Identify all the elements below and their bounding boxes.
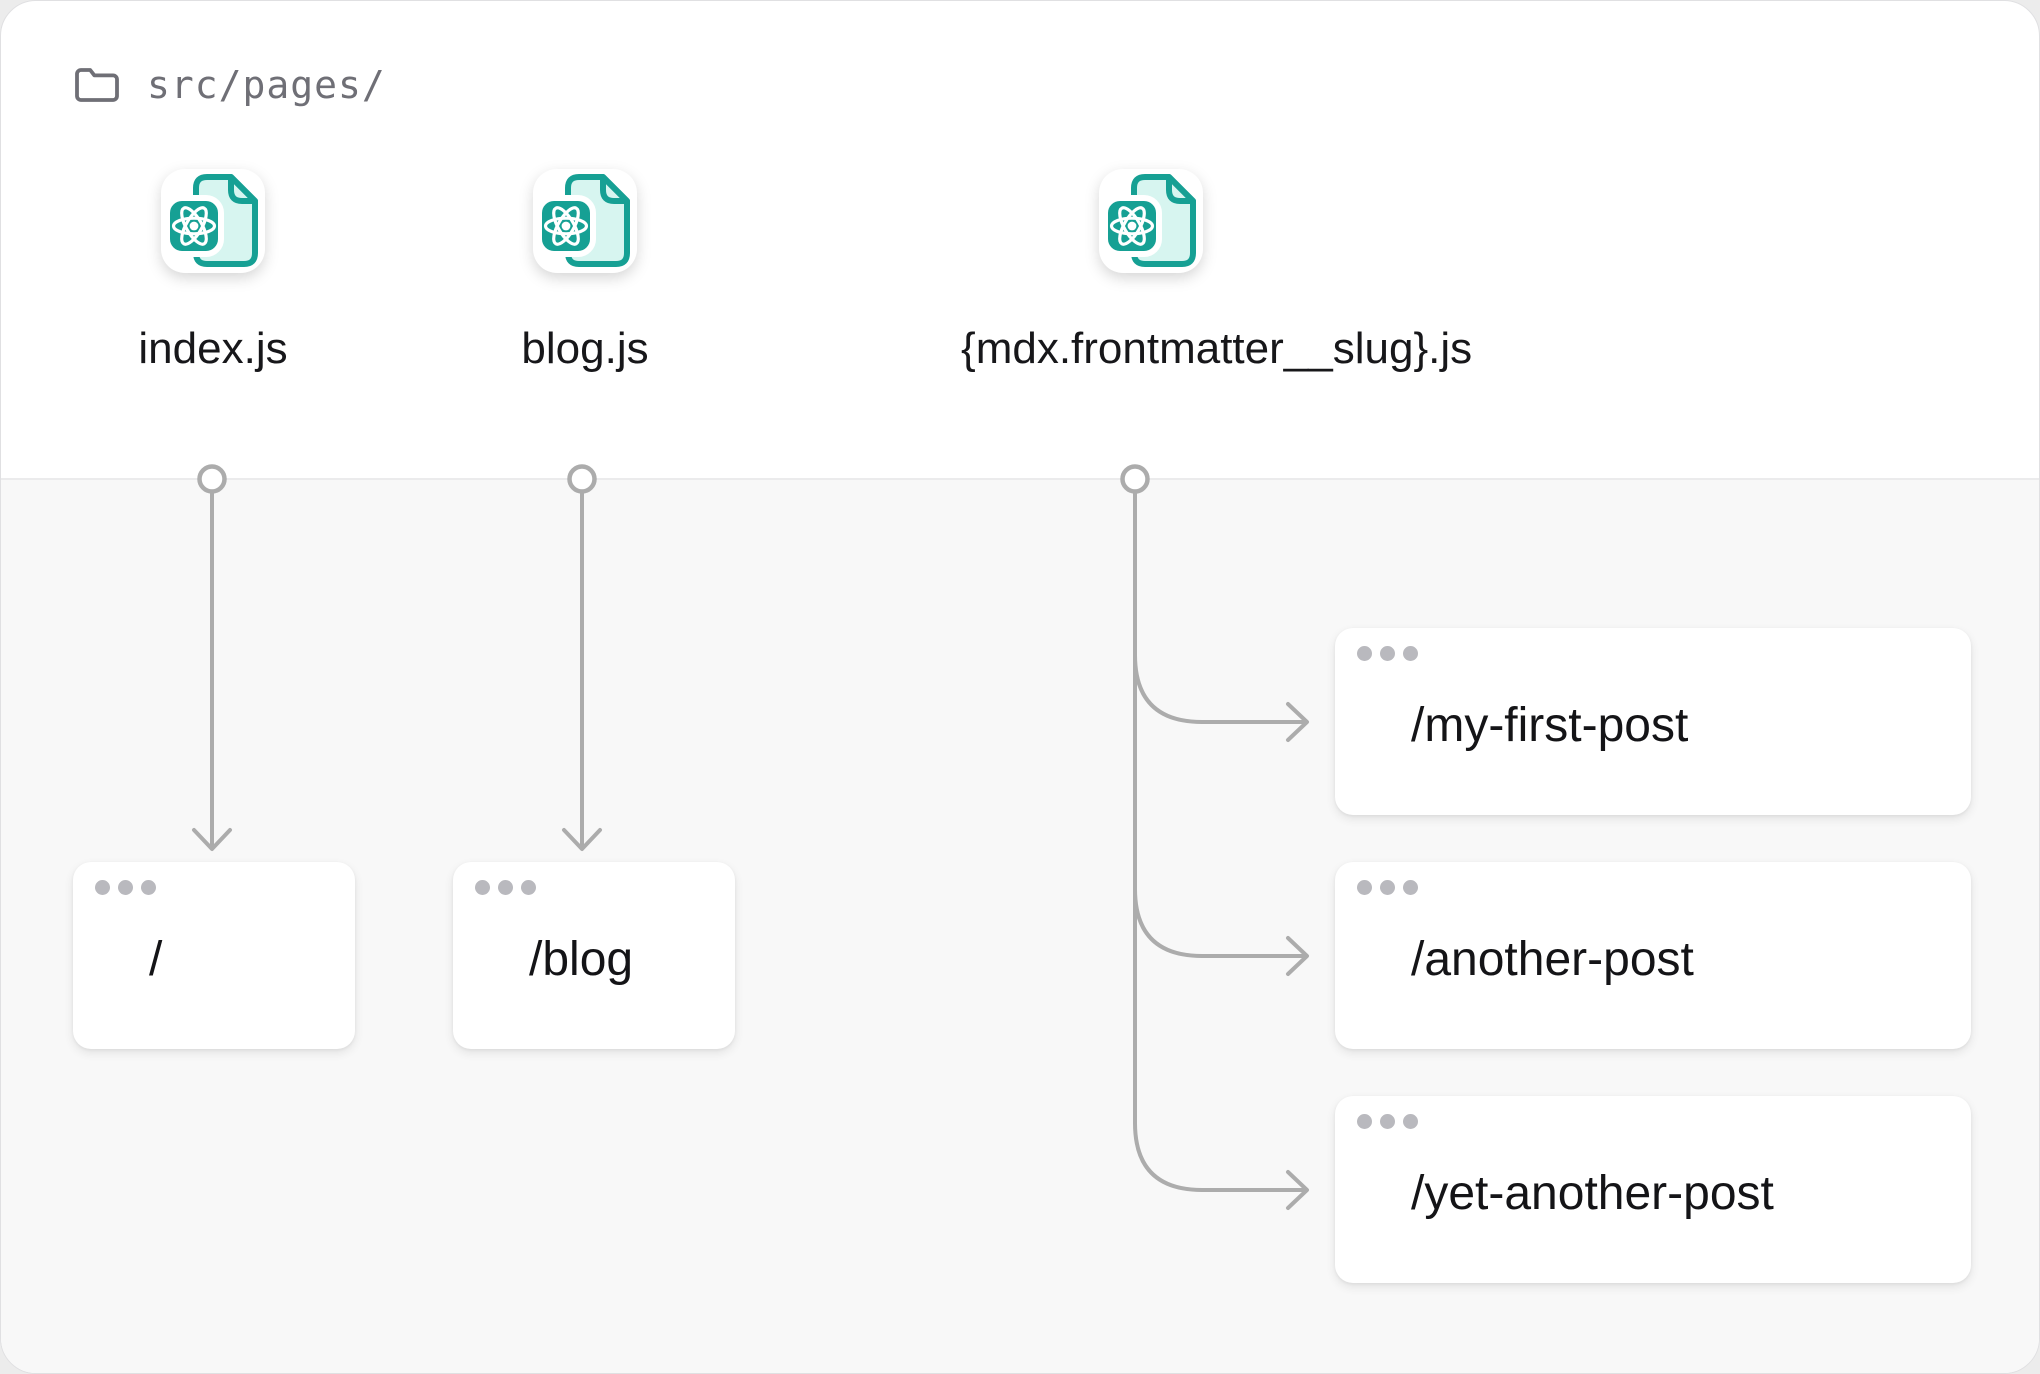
file-mdx-slug-js: {mdx.frontmatter__slug}.js	[961, 167, 1473, 374]
directory-header: src/pages/	[73, 59, 386, 111]
folder-icon	[75, 68, 119, 102]
file-name: blog.js	[521, 324, 649, 373]
route-path: /my-first-post	[1411, 698, 1689, 752]
react-file-icon	[531, 167, 639, 275]
route-card-root: /	[73, 862, 355, 1049]
browser-dots-icon	[95, 880, 156, 895]
browser-dots-icon	[1357, 880, 1418, 895]
directory-path: src/pages/	[147, 63, 386, 107]
route-card-blog: /blog	[453, 862, 735, 1049]
react-file-icon	[1097, 167, 1205, 275]
file-name: index.js	[138, 324, 288, 373]
route-path: /blog	[529, 932, 634, 986]
route-path: /yet-another-post	[1411, 1166, 1774, 1220]
browser-dots-icon	[1357, 1114, 1418, 1129]
react-file-icon	[159, 167, 267, 275]
file-blog-js: blog.js	[395, 167, 775, 374]
browser-dots-icon	[1357, 646, 1418, 661]
route-path: /	[149, 932, 163, 986]
route-card-my-first-post: /my-first-post	[1335, 628, 1971, 815]
browser-dots-icon	[475, 880, 536, 895]
file-index-js: index.js	[23, 167, 403, 374]
route-path: /another-post	[1411, 932, 1694, 986]
route-card-yet-another-post: /yet-another-post	[1335, 1096, 1971, 1283]
file-name: {mdx.frontmatter__slug}.js	[961, 324, 1473, 373]
route-card-another-post: /another-post	[1335, 862, 1971, 1049]
